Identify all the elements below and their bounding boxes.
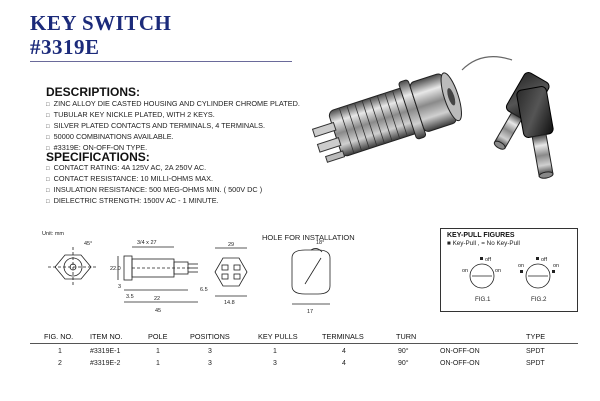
col-header: POLE: [148, 332, 168, 341]
table-cell: SPDT: [526, 360, 545, 367]
list-item: ZINC ALLOY DIE CASTED HOUSING AND CYLIND…: [46, 99, 300, 110]
descriptions-list: ZINC ALLOY DIE CASTED HOUSING AND CYLIND…: [46, 99, 300, 154]
legend-marker-icon: ■: [447, 240, 451, 247]
table-cell: 90°: [398, 360, 409, 367]
table-cell: 4: [342, 348, 346, 355]
table-cell: ON-OFF-ON: [440, 348, 480, 355]
list-item: DIELECTRIC STRENGTH: 1500V AC - 1 MINUTE…: [46, 196, 262, 207]
dim-label: 3/4 x 27: [137, 240, 157, 246]
position-label: on: [462, 268, 468, 274]
title-rule: [30, 61, 292, 62]
dim-label: 17: [307, 309, 313, 315]
col-header: TYPE: [526, 332, 546, 341]
col-header: KEY PULLS: [258, 332, 298, 341]
key-pull-legend: ■ Key-Pull , = No Key-Pull: [447, 240, 520, 247]
descriptions-heading: DESCRIPTIONS:: [46, 85, 141, 99]
key-pull-marker-icon: [536, 257, 539, 260]
list-item: INSULATION RESISTANCE: 500 MEG-OHMS MIN.…: [46, 185, 263, 196]
key-pull-title: KEY-PULL FIGURES: [447, 232, 515, 239]
key-pull-marker-icon: [480, 257, 483, 260]
fig2-dial: [525, 263, 551, 289]
key-pull-box: [440, 228, 578, 312]
hole-title: HOLE FOR INSTALLATION: [262, 233, 355, 242]
dim-label: 3.5: [126, 294, 134, 300]
position-label: on: [495, 268, 501, 274]
list-item: TUBULAR KEY NICKLE PLATED, WITH 2 KEYS.: [46, 110, 300, 121]
installation-hole: [291, 248, 331, 305]
side-view: [117, 246, 198, 303]
dimension-drawing: Unit: mm 45° 3/4 x 27 22.0 3 3.5 22 45 2…: [42, 231, 331, 315]
key-ring: [461, 56, 513, 71]
table-cell: 2: [58, 360, 62, 367]
table-divider: [30, 343, 578, 344]
key-switch-photo: [312, 56, 554, 179]
legend-text: Key-Pull , = No Key-Pull: [452, 240, 520, 247]
table-cell: 4: [342, 360, 346, 367]
dim-label: 45: [155, 308, 161, 314]
key-pair: [493, 72, 554, 179]
key-pull-marker-icon: [552, 270, 555, 273]
back-view: [214, 247, 248, 297]
page-title: KEY SWITCH: [30, 11, 172, 35]
col-header: FIG. NO.: [44, 332, 74, 341]
position-label: on: [553, 263, 559, 269]
position-label: off: [541, 257, 547, 263]
list-item: 50000 COMBINATIONS AVAILABLE.: [46, 132, 300, 143]
table-cell: 1: [58, 348, 62, 355]
switch-body: [312, 72, 462, 163]
table-cell: 3: [208, 360, 212, 367]
fig1-dial: [469, 263, 495, 289]
dim-label: 18°: [316, 240, 324, 246]
list-item: CONTACT RESISTANCE: 10 MILLI-OHMS MAX.: [46, 174, 262, 185]
position-label: off: [485, 257, 491, 263]
dim-label: 6.5: [200, 287, 208, 293]
model-number: #3319E: [30, 35, 100, 59]
table-cell: #3319E-2: [90, 360, 121, 367]
specifications-heading: SPECIFICATIONS:: [46, 150, 150, 164]
list-item: CONTACT RATING: 4A 125V AC, 2A 250V AC.: [46, 163, 262, 174]
dim-label: 22: [154, 296, 160, 302]
list-item: #3319E: ON-OFF-ON TYPE.: [46, 143, 300, 154]
dim-label: 22.0: [110, 266, 121, 272]
table-cell: 3: [273, 360, 277, 367]
key-pull-diagrams: off on on off on on: [462, 257, 559, 289]
fig2-label: FIG.2: [531, 296, 547, 303]
specifications-list: CONTACT RATING: 4A 125V AC, 2A 250V AC. …: [46, 163, 263, 207]
table-cell: 3: [208, 348, 212, 355]
col-header: TERMINALS: [322, 332, 364, 341]
table-cell: #3319E-1: [90, 348, 121, 355]
list-item: SILVER PLATED CONTACTS AND TERMINALS, 4 …: [46, 121, 300, 132]
table-cell: 90°: [398, 348, 409, 355]
col-header: POSITIONS: [190, 332, 230, 341]
table-cell: ON-OFF-ON: [440, 360, 480, 367]
table-cell: 1: [156, 348, 160, 355]
dim-label: 3: [118, 284, 121, 290]
position-label: on: [518, 263, 524, 269]
fig1-label: FIG.1: [475, 296, 491, 303]
dim-label: 14.8: [224, 300, 235, 306]
drawing-unit: Unit: mm: [42, 231, 64, 237]
key-pull-marker-icon: [520, 270, 523, 273]
table-cell: 1: [273, 348, 277, 355]
table-cell: SPDT: [526, 348, 545, 355]
col-header: ITEM NO.: [90, 332, 123, 341]
table-cell: 1: [156, 360, 160, 367]
dim-label: 45°: [84, 241, 92, 247]
col-header: TURN: [396, 332, 417, 341]
front-view: [48, 247, 98, 287]
dim-label: 29: [228, 242, 234, 248]
